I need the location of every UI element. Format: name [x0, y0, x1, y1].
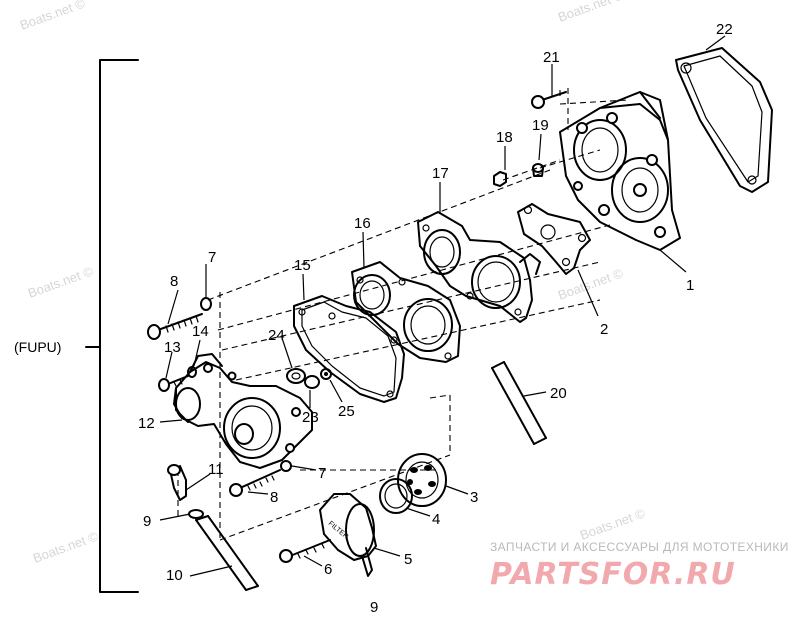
part-25-screw — [320, 368, 332, 380]
callout-8-lower: 8 — [270, 489, 278, 506]
part-6-screw — [279, 539, 331, 563]
callout-15: 15 — [294, 257, 311, 274]
callout-1: 1 — [686, 277, 694, 294]
callout-7-lower: 7 — [318, 465, 326, 482]
callout-6: 6 — [324, 561, 332, 578]
callout-19: 19 — [532, 117, 549, 134]
callout-3: 3 — [470, 489, 478, 506]
part-20-hose — [491, 361, 547, 445]
page-number: 9 — [370, 599, 378, 616]
banner-tagline: ЗАПЧАСТИ И АКСЕССУАРЫ ДЛЯ МОТОТЕХНИКИ — [490, 540, 789, 554]
callout-21: 21 — [543, 49, 560, 66]
callout-25: 25 — [338, 403, 355, 420]
site-banner: ЗАПЧАСТИ И АКСЕССУАРЫ ДЛЯ МОТОТЕХНИКИ PA… — [490, 540, 789, 592]
part-14-washer — [187, 366, 197, 378]
watermark-text: Boats.net © — [26, 263, 96, 301]
part-4-o-ring — [379, 478, 413, 514]
banner-logo: PARTSFOR.RU — [490, 557, 736, 592]
watermark-text: Boats.net © — [18, 0, 88, 33]
part-8-screw-lower — [229, 469, 281, 497]
callout-9: 9 — [143, 513, 151, 530]
callout-8-upper: 8 — [170, 273, 178, 290]
callout-16: 16 — [354, 215, 371, 232]
part-11-fitting — [167, 464, 187, 501]
part-19-collar — [532, 163, 544, 177]
part-1-pump-body — [559, 91, 681, 251]
part-2-reed-plate — [517, 203, 591, 275]
callout-14: 14 — [192, 323, 209, 340]
watermark-text: Boats.net © — [578, 505, 648, 543]
callout-11: 11 — [208, 461, 224, 478]
part-10-hose — [195, 515, 259, 591]
watermark-text: Boats.net © — [31, 528, 101, 566]
callout-24: 24 — [268, 327, 285, 344]
assembly-lines — [177, 88, 629, 541]
part-9-clip — [188, 509, 204, 519]
callout-4: 4 — [432, 511, 440, 528]
part-23-valve — [304, 375, 320, 389]
part-16-diaphragm — [351, 261, 461, 363]
callout-labels: 22 21 18 19 17 16 15 1 2 20 24 23 25 8 7… — [138, 21, 733, 584]
part-15-gasket — [293, 295, 405, 403]
watermark-layer: Boats.net © Boats.net © Boats.net © Boat… — [18, 0, 648, 566]
part-24-valve — [286, 368, 306, 384]
watermark-text: Boats.net © — [556, 0, 626, 25]
part-17-middle-housing — [417, 211, 541, 323]
part-8-screw-upper — [147, 313, 203, 340]
callout-10: 10 — [166, 567, 183, 584]
part-21-bolt — [531, 91, 567, 109]
callout-20: 20 — [550, 385, 567, 402]
part-7-washer-lower — [280, 460, 292, 472]
callout-17: 17 — [432, 165, 449, 182]
watermark-text: Boats.net © — [556, 265, 626, 303]
callout-22: 22 — [716, 21, 733, 38]
part-3-filter-screen — [397, 453, 447, 507]
callout-18: 18 — [496, 129, 513, 146]
callout-5: 5 — [404, 551, 412, 568]
part-12-pump-cover — [173, 353, 313, 469]
callout-2: 2 — [600, 321, 608, 338]
part-7-washer-upper — [200, 297, 212, 311]
callout-12: 12 — [138, 415, 155, 432]
callout-7-upper: 7 — [208, 249, 216, 266]
group-bracket: (FUPU) — [14, 59, 139, 593]
part-13-screw — [158, 375, 189, 392]
part-22-gasket — [675, 47, 773, 193]
leader-lines — [159, 35, 726, 577]
part-18-nut — [493, 171, 507, 187]
group-label: (FUPU) — [14, 339, 61, 355]
callout-23: 23 — [302, 409, 319, 426]
callout-13: 13 — [164, 339, 181, 356]
